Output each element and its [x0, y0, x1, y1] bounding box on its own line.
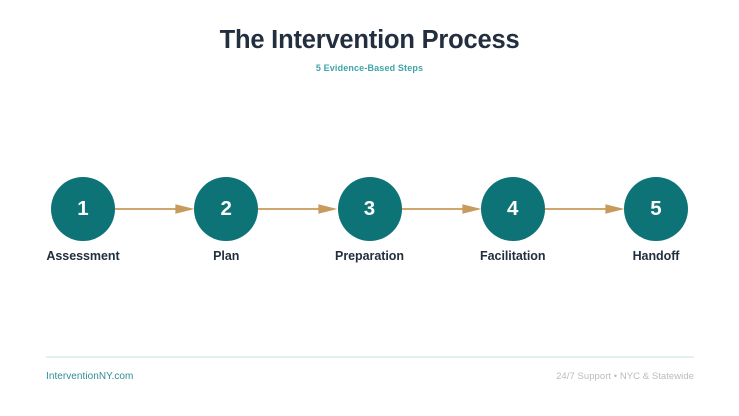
step-number-5: 5: [650, 196, 662, 220]
slide-footer: InterventionNY.com 24/7 Support • NYC & …: [46, 371, 694, 383]
arrow-right-icon: [401, 201, 481, 217]
step-label-3: Preparation: [335, 249, 404, 263]
process-step-5[interactable]: 5 Handoff: [624, 177, 688, 263]
step-circle-2: 2: [194, 177, 259, 241]
step-circle-5: 5: [624, 177, 688, 241]
arrow-right-icon: [258, 201, 338, 217]
footer-divider: [46, 356, 694, 358]
slide-header: The Intervention Process 5 Evidence-Base…: [0, 26, 739, 73]
step-circle-1: 1: [51, 177, 115, 241]
arrow-right-icon: [115, 201, 195, 217]
step-label-2: Plan: [213, 249, 240, 263]
process-step-3[interactable]: 3 Preparation: [335, 177, 404, 263]
process-flow: 1 Assessment 2 Plan 3: [46, 177, 688, 263]
step-label-1: Assessment: [46, 249, 120, 263]
process-step-2[interactable]: 2 Plan: [194, 177, 259, 263]
page-subtitle: 5 Evidence-Based Steps: [315, 62, 424, 73]
step-label-4: Facilitation: [480, 249, 546, 263]
footer-website-link[interactable]: InterventionNY.com: [46, 371, 134, 382]
step-circle-3: 3: [337, 177, 402, 241]
step-number-1: 1: [77, 196, 89, 220]
step-number-4: 4: [506, 196, 519, 220]
arrow-right-icon: [544, 201, 624, 217]
process-step-1[interactable]: 1 Assessment: [46, 177, 120, 263]
step-label-5: Handoff: [632, 249, 680, 263]
footer-support-note: 24/7 Support • NYC & Statewide: [556, 371, 694, 383]
step-number-2: 2: [220, 196, 233, 220]
step-circle-4: 4: [480, 177, 545, 241]
process-step-4[interactable]: 4 Facilitation: [480, 177, 545, 263]
page-title: The Intervention Process: [219, 26, 520, 54]
step-number-3: 3: [363, 196, 376, 220]
